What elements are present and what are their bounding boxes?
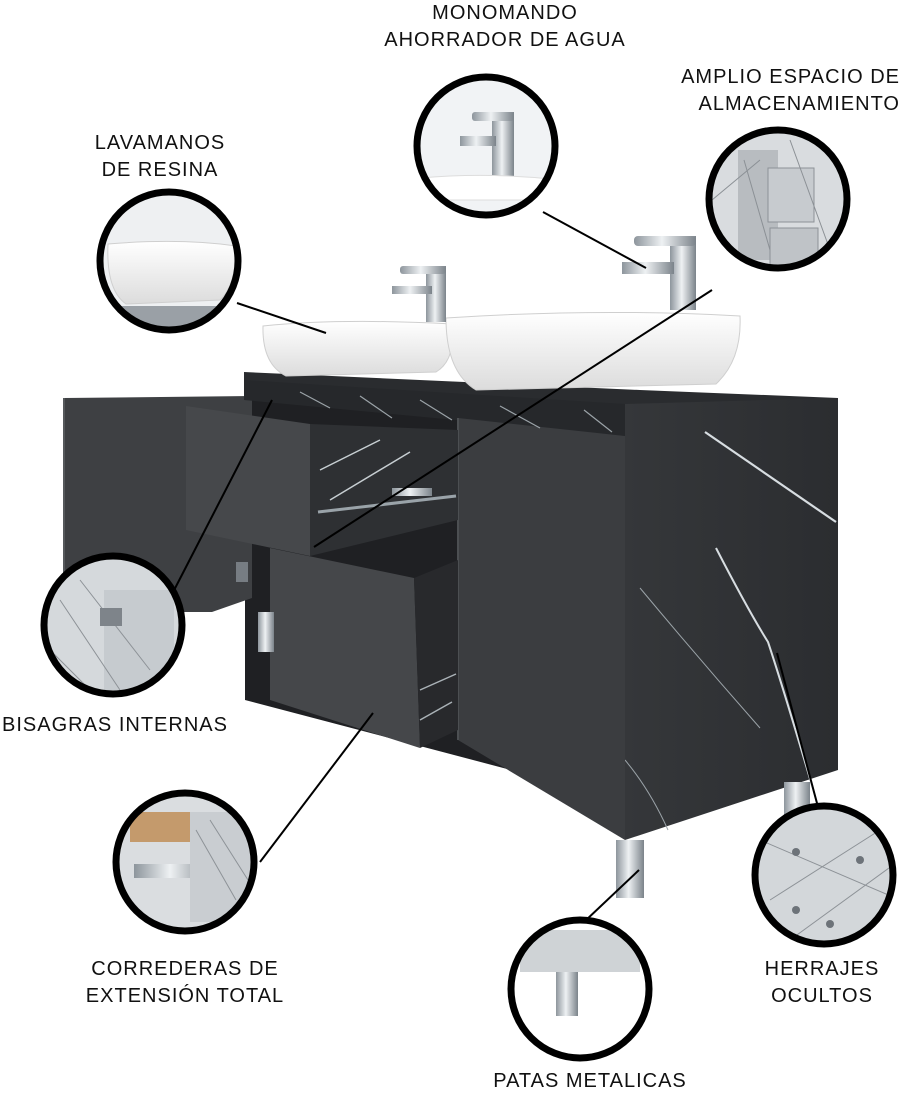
side-panel-marble	[625, 398, 838, 840]
label-storage: AMPLIO ESPACIO DE ALMACENAMIENTO	[650, 64, 900, 118]
label-basin-line1: LAVAMANOS	[94, 132, 226, 154]
leg-left	[258, 612, 274, 652]
hidden-hardware-detail-icon	[751, 802, 897, 948]
label-legs-line1: PATAS METALICAS	[493, 1070, 687, 1092]
basin-detail-icon	[96, 188, 242, 334]
faucet-detail-icon	[413, 73, 559, 219]
vanity-cabinet	[63, 372, 838, 898]
callout-lines	[168, 211, 819, 923]
label-hardware: HERRAJES OCULTOS	[752, 956, 892, 1010]
label-hardware-line1: HERRAJES	[764, 958, 880, 980]
metal-leg-detail-icon	[507, 916, 653, 1062]
lower-drawer-front	[270, 548, 420, 748]
leg-front	[616, 840, 644, 898]
label-legs: PATAS METALICAS	[470, 1068, 710, 1095]
storage-detail-icon	[705, 126, 851, 272]
label-storage-line2: ALMACENAMIENTO	[698, 93, 900, 115]
label-hardware-line2: OCULTOS	[771, 985, 873, 1007]
label-slides: CORREDERAS DE EXTENSIÓN TOTAL	[70, 956, 300, 1010]
right-door	[458, 418, 625, 840]
label-faucet: MONOMANDO AHORRADOR DE AGUA	[372, 0, 638, 54]
left-basin	[262, 320, 454, 377]
label-slides-line2: EXTENSIÓN TOTAL	[85, 985, 285, 1007]
label-basin-line2: DE RESINA	[101, 159, 219, 181]
drawer-slide-detail-icon	[112, 789, 258, 935]
label-storage-line1: AMPLIO ESPACIO DE	[681, 66, 900, 88]
right-basin	[445, 311, 741, 391]
label-slides-line1: CORREDERAS DE	[91, 958, 279, 980]
label-basin: LAVAMANOS DE RESINA	[70, 130, 250, 184]
label-faucet-line1: MONOMANDO	[432, 2, 578, 24]
upper-drawer-front	[186, 406, 310, 556]
label-faucet-line2: AHORRADOR DE AGUA	[384, 29, 626, 51]
marble-countertop	[244, 372, 838, 410]
label-hinges: BISAGRAS INTERNAS	[2, 712, 228, 739]
hinge-detail-icon	[40, 552, 186, 698]
label-hinges-line1: BISAGRAS INTERNAS	[2, 714, 228, 736]
basins	[262, 236, 741, 391]
